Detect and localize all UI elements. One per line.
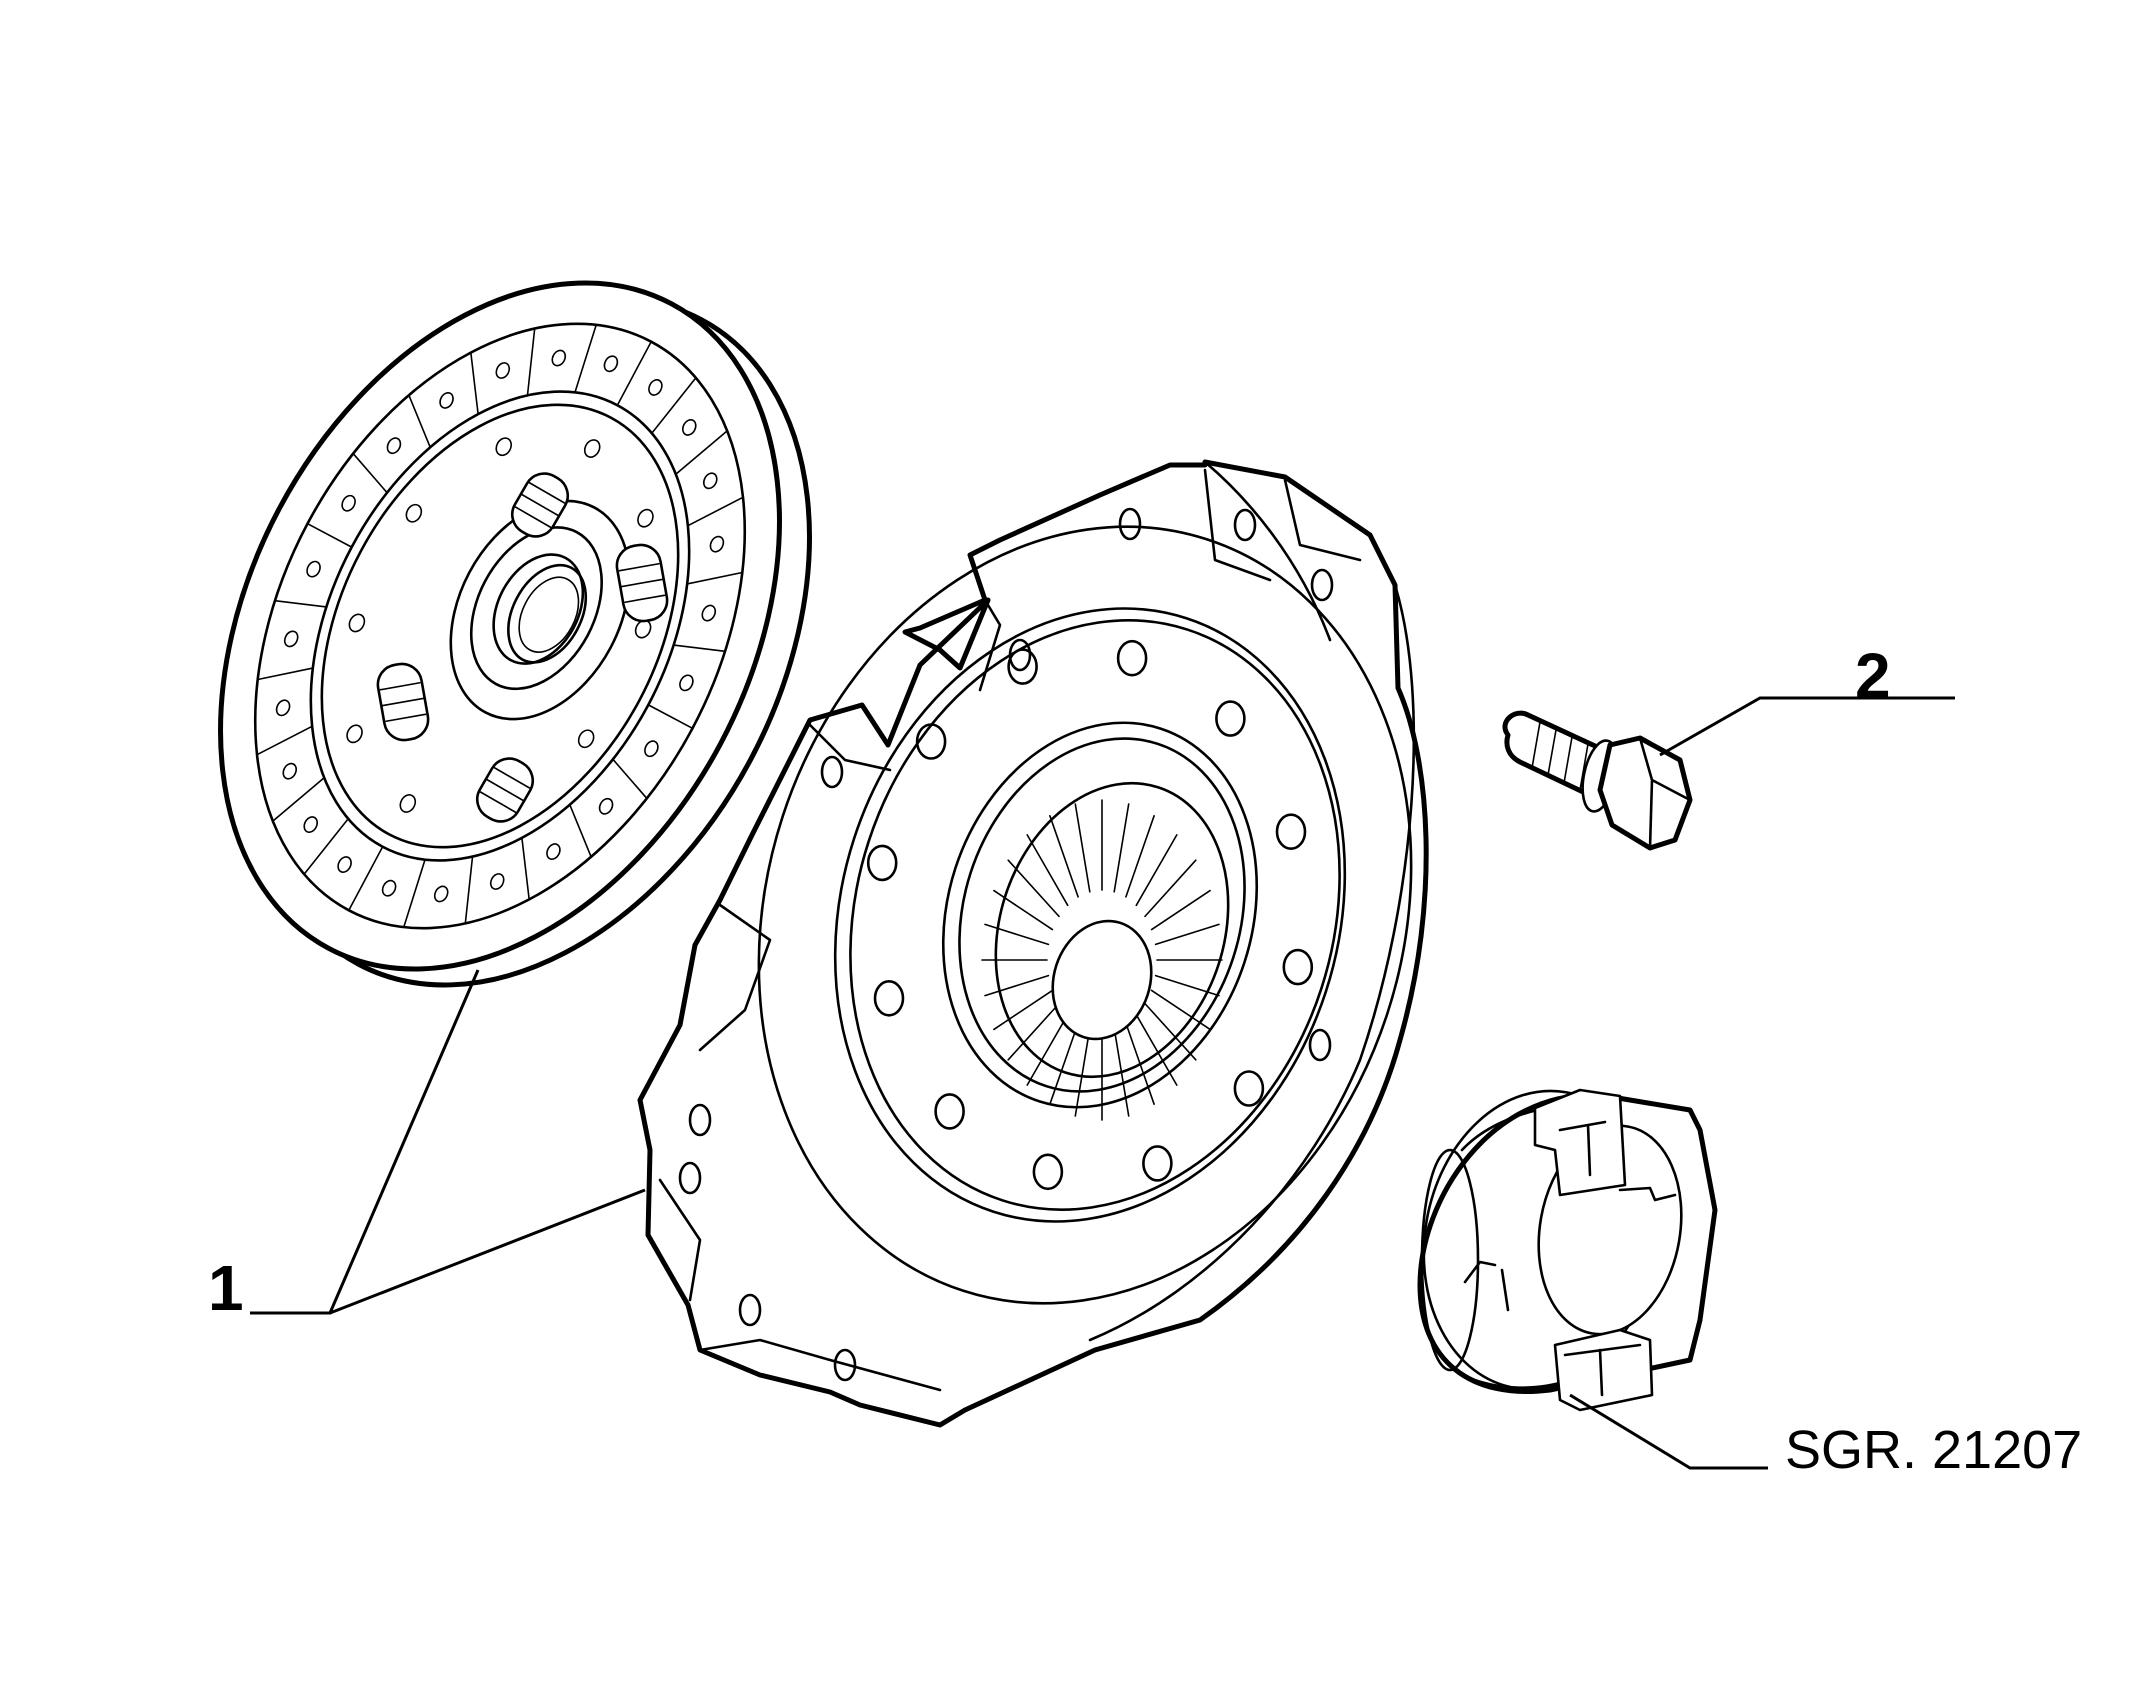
bolt-hole xyxy=(1142,1145,1173,1182)
hub-hole xyxy=(405,503,423,523)
rivet-hole xyxy=(433,885,449,903)
release-bearing xyxy=(1417,1088,1718,1412)
hub-hole xyxy=(348,613,366,633)
bolt xyxy=(1502,710,1693,851)
leader-lines xyxy=(250,696,1955,1470)
rivet-hole xyxy=(283,630,299,648)
hub-hole xyxy=(577,729,595,749)
hub-hole xyxy=(399,794,417,813)
rivet-hole xyxy=(341,494,356,512)
rivet-hole xyxy=(303,816,319,833)
rivet-hole xyxy=(546,843,561,861)
hub-hole xyxy=(583,439,601,458)
rivet-hole xyxy=(337,856,352,873)
clutch-disc xyxy=(218,280,812,988)
reference-number: SGR. 21207 xyxy=(1785,1420,2082,1480)
rivet-hole xyxy=(306,560,321,578)
rivet-hole xyxy=(282,762,298,780)
hub-hole xyxy=(495,437,513,457)
rivet-hole xyxy=(386,437,402,455)
flange-hole xyxy=(1118,507,1142,541)
bolt-hole xyxy=(873,979,905,1017)
rivet-hole xyxy=(701,604,717,622)
bolt-hole xyxy=(1282,948,1314,986)
bolt-hole xyxy=(934,1093,965,1130)
flange-hole xyxy=(738,1293,762,1327)
bolt-hole xyxy=(866,844,898,882)
rivet-hole xyxy=(598,797,614,815)
flange-hole xyxy=(1008,638,1032,672)
bolt-hole xyxy=(1116,639,1148,677)
flange-hole xyxy=(833,1348,857,1382)
callout-2: 2 xyxy=(1855,640,1891,712)
rivet-hole xyxy=(648,379,663,396)
pressure-plate xyxy=(637,459,1429,1428)
hub-hole xyxy=(346,724,363,744)
rivet-hole xyxy=(644,740,659,758)
rivet-hole xyxy=(603,355,619,373)
rivet-hole xyxy=(709,535,725,553)
rivet-hole xyxy=(439,391,454,409)
bolt-hole xyxy=(1215,700,1246,737)
flange-hole xyxy=(820,755,844,789)
flange-hole xyxy=(1310,568,1334,602)
rivet-hole xyxy=(681,419,697,436)
rivet-hole xyxy=(381,879,397,897)
rivet-hole xyxy=(551,349,567,367)
hub-hole xyxy=(637,508,654,528)
rivet-hole xyxy=(275,699,291,717)
flange-hole xyxy=(678,1161,702,1195)
rivet-hole xyxy=(702,472,718,490)
bolt-hole xyxy=(1007,648,1038,685)
flange-hole xyxy=(688,1103,712,1137)
rivet-hole xyxy=(489,873,505,890)
bolt-hole xyxy=(1275,813,1307,851)
flange-hole xyxy=(1233,508,1257,542)
flange-hole xyxy=(1308,1028,1332,1062)
bolt-hole xyxy=(915,723,947,760)
bolt-hole xyxy=(1233,1070,1265,1107)
rivet-hole xyxy=(679,674,694,692)
bolt-hole xyxy=(1032,1153,1064,1191)
callout-1: 1 xyxy=(208,1252,244,1324)
rivet-hole xyxy=(495,362,511,379)
